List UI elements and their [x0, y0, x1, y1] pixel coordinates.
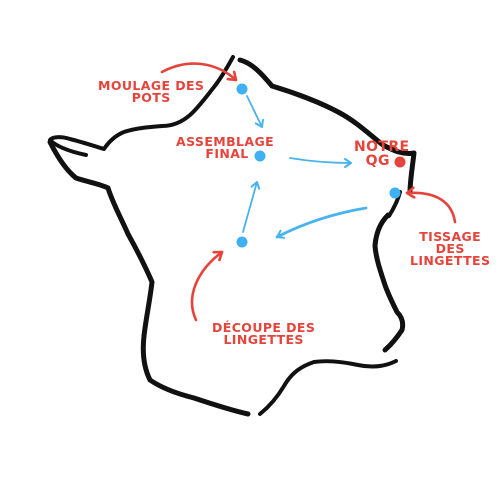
france-outline	[47, 55, 417, 417]
arrow-assemblage-to-hq	[289, 157, 352, 168]
site-dot-assemblage	[254, 150, 266, 162]
site-dot-decoupe	[236, 236, 248, 248]
site-dot-moulage	[236, 83, 248, 95]
site-dot-tissage	[389, 187, 401, 199]
pointer-tissage	[405, 193, 457, 224]
arrow-tissage-to-decoupe	[275, 206, 368, 239]
arrow-moulage-to-assemblage	[246, 95, 264, 128]
hq-dot	[394, 156, 406, 168]
supply-chain-arrows	[242, 95, 368, 239]
arrow-decoupe-to-assemblage	[242, 181, 261, 233]
pointer-arrows	[160, 62, 457, 322]
pointer-moulage	[160, 62, 238, 82]
pointer-decoupe	[190, 250, 224, 322]
sites	[236, 83, 406, 248]
